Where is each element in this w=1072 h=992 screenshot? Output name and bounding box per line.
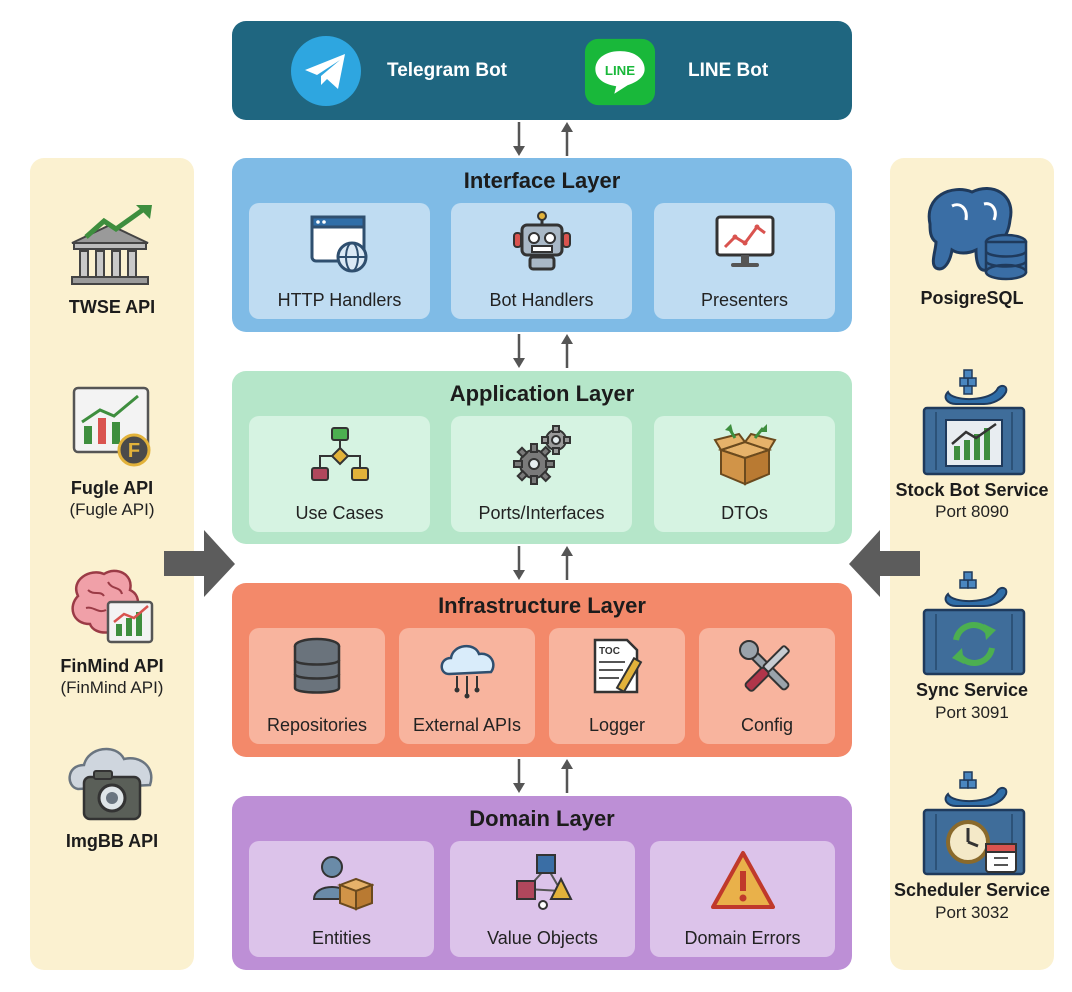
dtos-card: DTOs bbox=[654, 416, 835, 532]
sync-service-port: Port 3091 bbox=[935, 703, 1009, 722]
line-bot: LINE LINE Bot bbox=[584, 35, 804, 107]
document-pencil-icon: TOC bbox=[593, 638, 643, 694]
config-card: Config bbox=[699, 628, 835, 744]
telegram-bot: Telegram Bot bbox=[290, 35, 510, 107]
finmind-api-item: FinMind API (FinMind API) bbox=[30, 566, 194, 706]
database-icon bbox=[293, 637, 341, 694]
value-objects-label: Value Objects bbox=[487, 928, 598, 948]
ports-interfaces-card: Ports/Interfaces bbox=[451, 416, 632, 532]
flowchart-icon bbox=[310, 427, 369, 481]
arrow-pair-bots-interface bbox=[513, 122, 573, 156]
services-panel: PosigreSQL Stock Bot Service Port 8090 bbox=[890, 158, 1054, 970]
arrow-pair-application-infrastructure bbox=[513, 546, 573, 580]
external-apis-panel: TWSE API F Fugle API (Fugle API) FinMind… bbox=[30, 158, 194, 970]
repositories-card: Repositories bbox=[249, 628, 385, 744]
scheduler-service-item: Scheduler Service Port 3032 bbox=[890, 770, 1054, 930]
stock-bot-service-port: Port 8090 bbox=[935, 502, 1009, 521]
sync-service-title: Sync Service bbox=[915, 680, 1029, 700]
logger-card: TOC Logger bbox=[549, 628, 685, 744]
line-icon: LINE bbox=[584, 38, 656, 106]
domain-layer-title: Domain Layer bbox=[469, 806, 615, 831]
shapes-icon bbox=[515, 854, 573, 910]
logger-label: Logger bbox=[588, 715, 646, 735]
interface-layer: Interface Layer HTTP Handlers Bot Handle… bbox=[232, 158, 852, 332]
ports-interfaces-label: Ports/Interfaces bbox=[478, 503, 605, 523]
scheduler-service-port: Port 3032 bbox=[935, 903, 1009, 922]
bot-handlers-card: Bot Handlers bbox=[451, 203, 632, 319]
finmind-api-title: FinMind API bbox=[60, 656, 164, 676]
line-logo-text: LINE bbox=[605, 63, 635, 78]
domain-layer: Domain Layer Entities Value Objects Do bbox=[232, 796, 852, 970]
repositories-label: Repositories bbox=[266, 715, 368, 735]
dtos-label: DTOs bbox=[721, 503, 768, 523]
line-bot-label: LINE Bot bbox=[688, 60, 769, 81]
stock-bot-service-item: Stock Bot Service Port 8090 bbox=[890, 368, 1054, 528]
brain-chart-icon bbox=[71, 569, 154, 644]
config-label: Config bbox=[740, 715, 794, 735]
entities-label: Entities bbox=[311, 928, 372, 948]
application-layer-title: Application Layer bbox=[449, 381, 635, 406]
telegram-icon bbox=[291, 36, 361, 106]
fugle-badge-text: F bbox=[128, 440, 140, 462]
cloud-icon bbox=[440, 645, 495, 699]
arrow-pair-infrastructure-domain bbox=[513, 759, 573, 793]
use-cases-card: Use Cases bbox=[249, 416, 430, 532]
logger-icon-text: TOC bbox=[599, 646, 620, 657]
warning-icon bbox=[710, 851, 775, 909]
postgres-elephant-icon bbox=[927, 187, 1028, 281]
monitor-chart-icon bbox=[715, 215, 774, 267]
application-layer: Application Layer Use Cases bbox=[232, 371, 852, 544]
bank-chart-icon bbox=[71, 205, 152, 285]
presenters-label: Presenters bbox=[700, 290, 789, 310]
fugle-api-title: Fugle API bbox=[70, 478, 154, 498]
postgresql-item: PosigreSQL bbox=[890, 180, 1054, 310]
external-apis-label: External APIs bbox=[412, 715, 522, 735]
external-apis-card: External APIs bbox=[399, 628, 535, 744]
stock-bot-service-title: Stock Bot Service bbox=[895, 480, 1049, 500]
chart-f-badge-icon: F bbox=[72, 386, 151, 467]
bot-handlers-label: Bot Handlers bbox=[489, 290, 594, 310]
sync-service-item: Sync Service Port 3091 bbox=[890, 570, 1054, 730]
twse-api-title: TWSE API bbox=[68, 297, 156, 317]
domain-errors-card: Domain Errors bbox=[650, 841, 835, 957]
robot-icon bbox=[512, 211, 571, 271]
cloud-camera-icon bbox=[68, 747, 153, 821]
infrastructure-layer: Infrastructure Layer Repositories Extern… bbox=[232, 583, 852, 757]
postgresql-title: PosigreSQL bbox=[920, 288, 1024, 308]
presenters-card: Presenters bbox=[654, 203, 835, 319]
docker-sync-icon bbox=[922, 571, 1026, 676]
value-objects-card: Value Objects bbox=[450, 841, 635, 957]
scheduler-service-title: Scheduler Service bbox=[893, 880, 1051, 900]
gears-icon bbox=[512, 425, 571, 485]
http-handlers-label: HTTP Handlers bbox=[277, 290, 402, 310]
imgbb-api-item: ImgBB API bbox=[30, 743, 194, 853]
arrow-pair-interface-application bbox=[513, 334, 573, 368]
person-box-icon bbox=[312, 856, 374, 911]
interface-layer-title: Interface Layer bbox=[463, 168, 621, 193]
entities-card: Entities bbox=[249, 841, 434, 957]
fugle-api-item: F Fugle API (Fugle API) bbox=[30, 386, 194, 526]
docker-clock-icon bbox=[922, 771, 1026, 876]
domain-errors-label: Domain Errors bbox=[684, 928, 801, 948]
use-cases-label: Use Cases bbox=[295, 503, 384, 523]
browser-globe-icon bbox=[310, 215, 367, 273]
fugle-api-subtitle: (Fugle API) bbox=[69, 500, 155, 519]
open-box-icon bbox=[712, 424, 777, 486]
finmind-api-subtitle: (FinMind API) bbox=[60, 678, 164, 697]
infrastructure-layer-title: Infrastructure Layer bbox=[438, 593, 646, 618]
telegram-bot-label: Telegram Bot bbox=[387, 60, 508, 81]
bots-bar: Telegram Bot LINE LINE Bot bbox=[232, 21, 852, 120]
wrench-screwdriver-icon bbox=[739, 640, 790, 692]
docker-chart-icon bbox=[922, 369, 1026, 476]
imgbb-api-title: ImgBB API bbox=[65, 831, 159, 851]
twse-api-item: TWSE API bbox=[30, 203, 194, 323]
http-handlers-card: HTTP Handlers bbox=[249, 203, 430, 319]
